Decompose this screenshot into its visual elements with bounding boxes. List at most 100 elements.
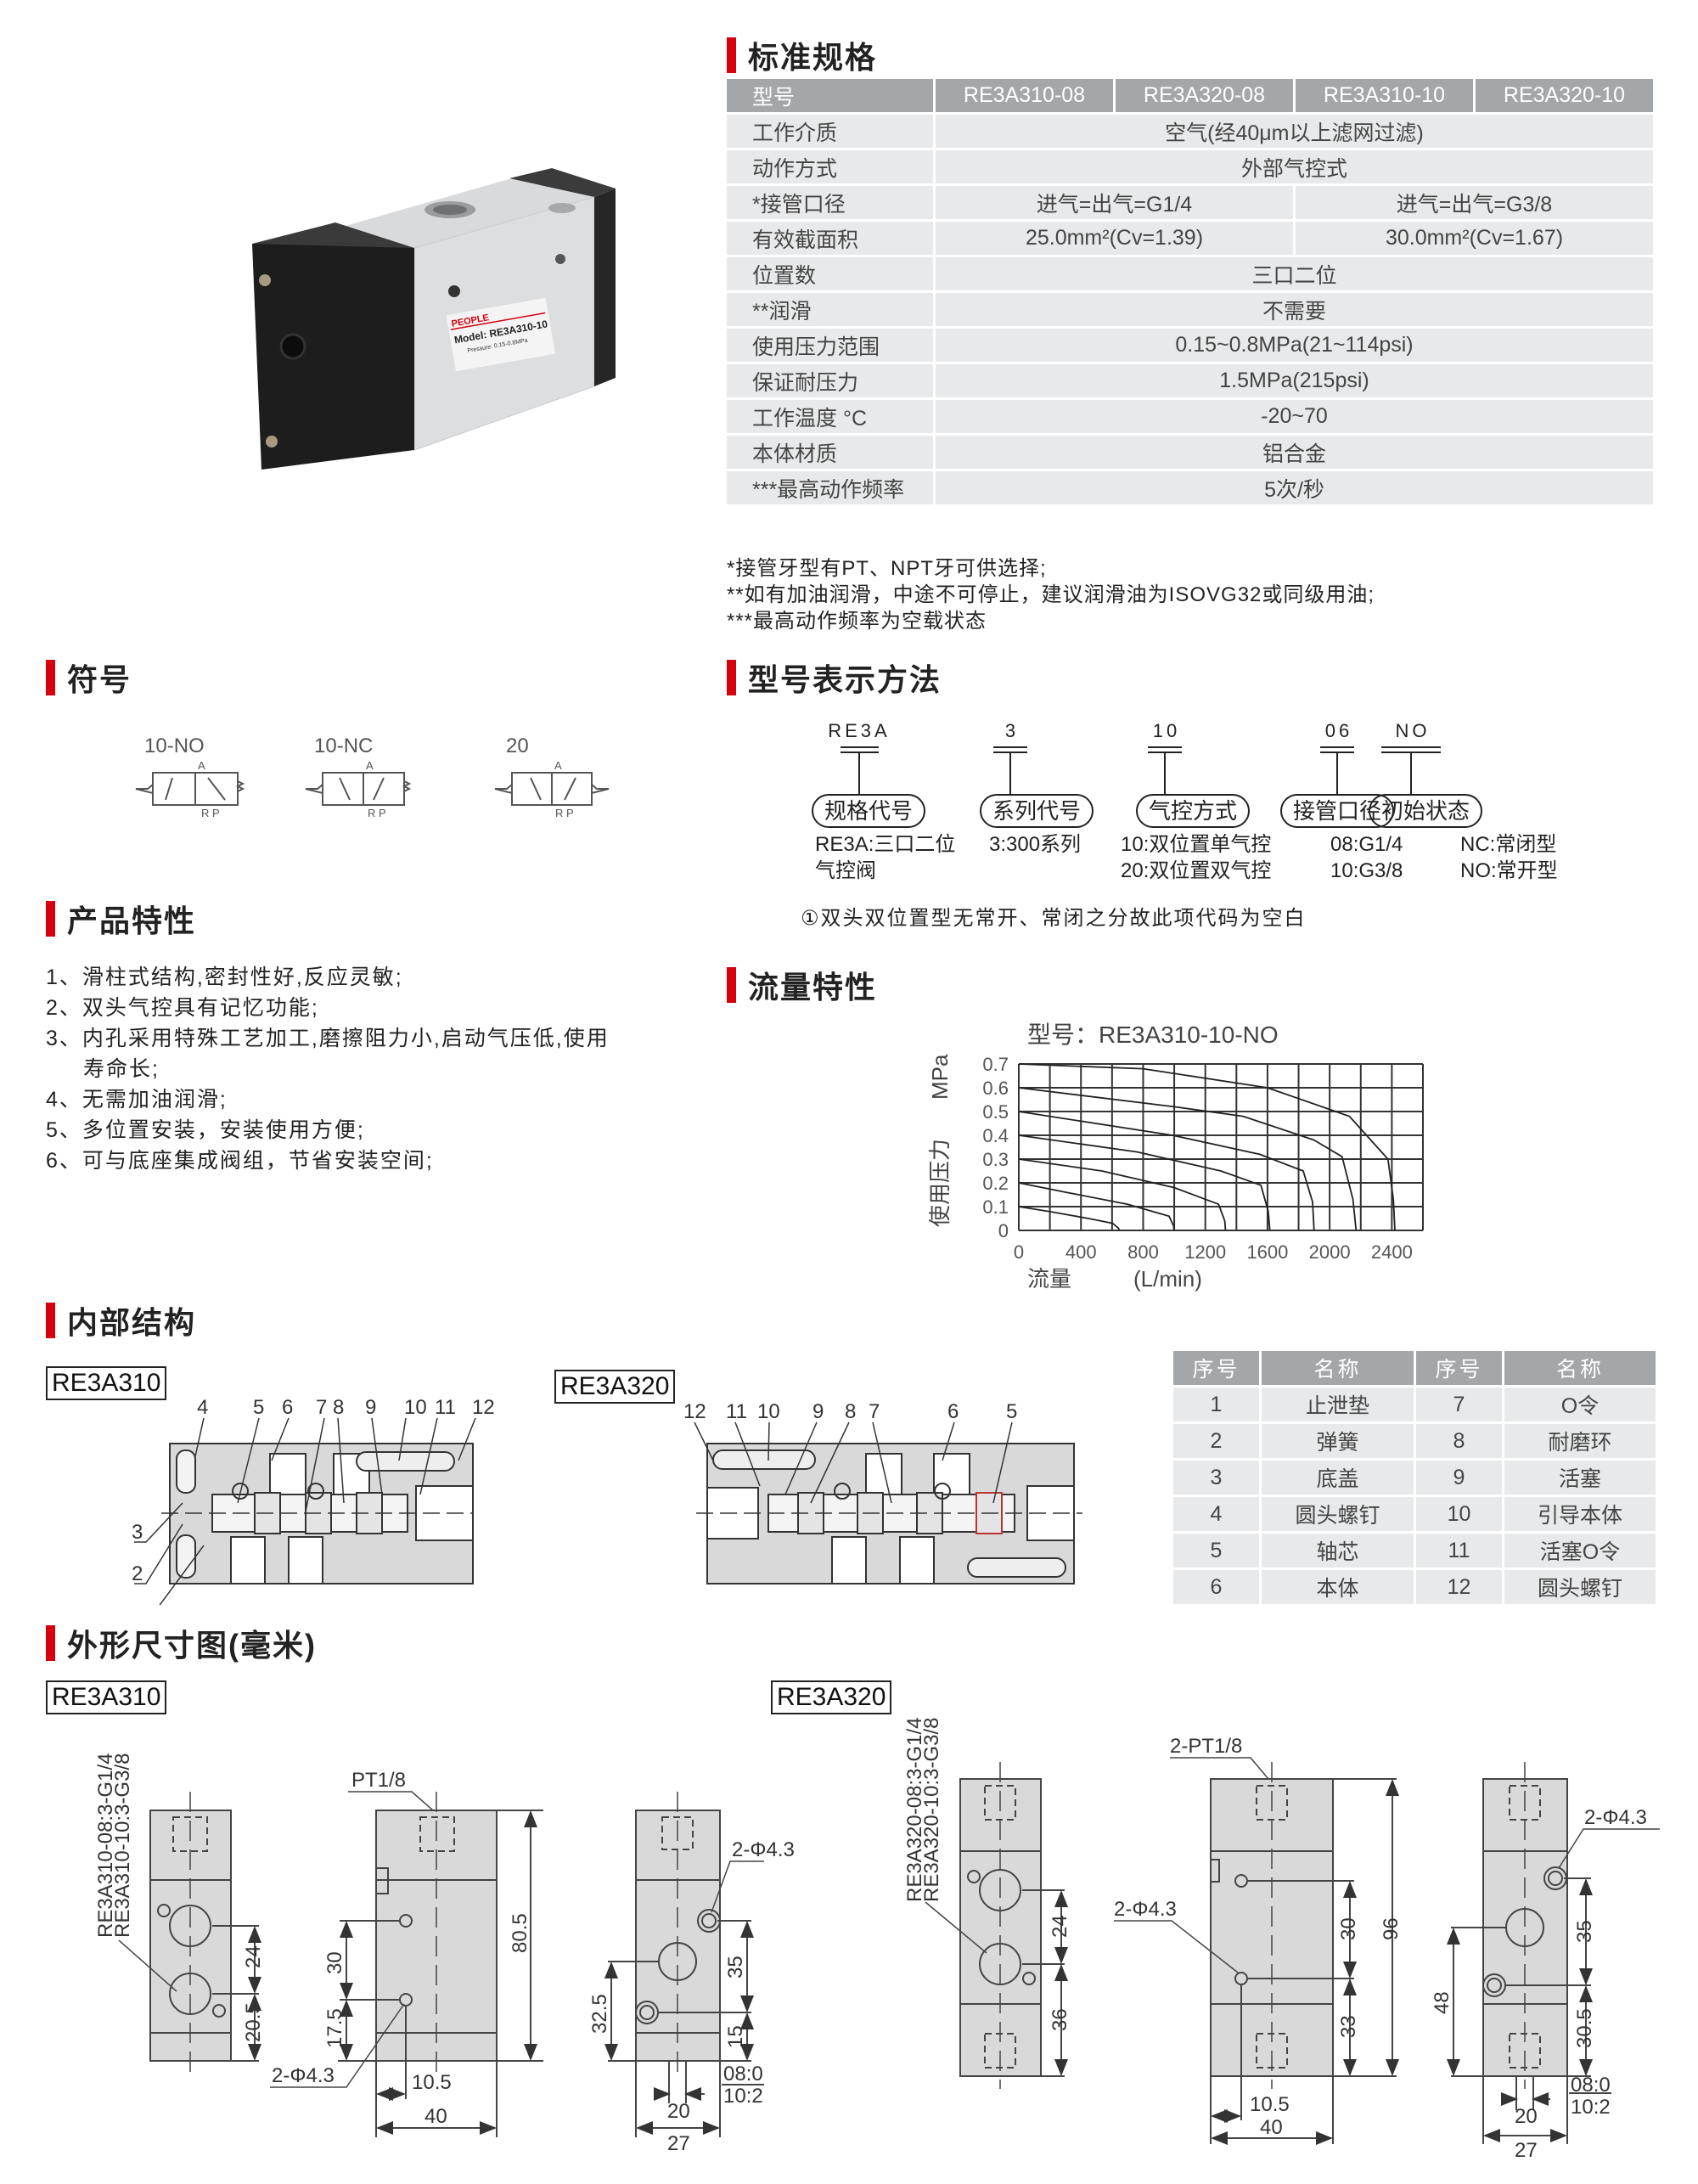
dim-label: 27 (1515, 2139, 1538, 2162)
y-axis-label: 使用压力 (927, 1139, 953, 1227)
port-note: RE3A310-08:3-G1/4 (94, 1753, 117, 1938)
callout-number: 8 (845, 1400, 856, 1423)
y-axis-unit: MPa (927, 1054, 953, 1100)
feature-item: 寿命长; (83, 1057, 160, 1081)
y-tick-label: 0.7 (982, 1054, 1009, 1075)
header-cell: RE3A310-10 (1293, 76, 1476, 115)
dim-label: 80.5 (509, 1913, 531, 1953)
port-label: R P (368, 807, 386, 819)
code-name: 初始状态 (1381, 798, 1470, 824)
code-name: 系列代号 (992, 798, 1081, 824)
dim-label: 2-Φ4.3 (1114, 1898, 1177, 1921)
port-label: A (198, 759, 205, 772)
header-cell: RE3A320-08 (1113, 76, 1296, 115)
x-tick-label: 0 (1014, 1241, 1024, 1263)
section-bar (727, 967, 736, 1003)
series-line-0.3MPa (1018, 1158, 1227, 1231)
port-label: A (366, 759, 374, 772)
spec-notes: *接管牙型有PT、NPT牙可供选择; **如有加油润滑，中途不可停止，建议润滑油… (727, 555, 1375, 634)
internal-section-title: 内部结构 (46, 1303, 196, 1340)
series-line-0.5MPa (1018, 1111, 1315, 1231)
symbol-20: 20 A R P (494, 735, 610, 819)
dim-label: 35 (1573, 1920, 1596, 1943)
feature-item: 6、可与底座集成阀组，节省安装空间; (46, 1149, 434, 1173)
x-axis-unit: (L/min) (1133, 1266, 1202, 1292)
callout-number: 5 (1006, 1400, 1017, 1423)
spec-value: 铝合金 (933, 433, 1656, 471)
internal-drawings: 3 2 1 4 5 6 7 8 9 10 11 12 12 11 10 9 8 … (132, 1396, 1082, 1605)
dim-label: 17.5 (323, 2008, 346, 2048)
dim-label: 20.5 (242, 2002, 265, 2042)
callout-number: 10 (404, 1396, 427, 1419)
x-tick-label: 1600 (1246, 1241, 1288, 1263)
dim-label: PT1/8 (351, 1769, 406, 1792)
dim-label: 96 (1380, 1917, 1403, 1940)
symbol-label: 20 (506, 735, 529, 757)
spec-label: 工作介质 (724, 112, 936, 150)
dim-label: 30 (1337, 1917, 1360, 1940)
section-bar (727, 37, 736, 73)
spec-value: 不需要 (933, 290, 1656, 329)
callout-number: 12 (472, 1396, 495, 1419)
flow-chart: 型号：RE3A310-10-NO 使用压力 MPa 流量 (L/min) 00.… (927, 1022, 1424, 1292)
callout-number: 10 (757, 1400, 780, 1423)
code-segment: 10 (1153, 720, 1180, 741)
feature-item: 3、内孔采用特殊工艺加工,磨擦阻力小,启动气压低,使用 (46, 1027, 610, 1050)
header-cell: 型号 (724, 76, 936, 115)
spec-row: **润滑不需要 (724, 290, 1656, 329)
spec-row: 本体材质铝合金 (724, 433, 1656, 471)
callout-number: 11 (435, 1396, 456, 1419)
port-label: R P (555, 807, 574, 819)
spec-label: 位置数 (724, 255, 936, 293)
features-section-title: 产品特性 (46, 901, 196, 938)
dim-label: 10.5 (1250, 2093, 1290, 2116)
spec-row: 动作方式外部气控式 (724, 148, 1656, 186)
callout-number: 9 (365, 1396, 376, 1419)
internal-drawing-re3a310 (134, 1417, 476, 1605)
dim-label: 10.5 (412, 2071, 452, 2094)
x-tick-label: 2400 (1371, 1241, 1413, 1263)
dim-label: 15 (724, 2025, 747, 2048)
dim-label: 27 (667, 2132, 690, 2155)
callout-number: 3 (132, 1521, 143, 1544)
code-segment: 3 (1005, 720, 1019, 741)
spec-value: 5次/秒 (933, 469, 1656, 507)
y-tick-label: 0.6 (982, 1078, 1009, 1099)
spec-section-title: 标准规格 (727, 37, 877, 75)
dim-label: 2-Φ4.3 (732, 1838, 795, 1861)
series-line-0.7MPa (1018, 1063, 1396, 1231)
dim-label: 08:0 (723, 2063, 763, 2085)
symbol-label: 10-NO (144, 735, 205, 757)
spec-title: 标准规格 (748, 40, 878, 75)
callout-number: 5 (253, 1396, 264, 1419)
symbols-section-title: 符号 (46, 660, 132, 697)
model-code-title: 型号表示方法 (748, 662, 942, 697)
model-code-diagram: RE3A 3 10 06 NO 规格代号 系列代号 气控方式 接管口径 初始状态 (812, 720, 1482, 828)
internal-label-re3a320: RE3A320 (554, 1370, 676, 1404)
port-label: A (554, 759, 562, 772)
spec-value: 进气=出气=G1/4 (933, 183, 1296, 222)
callout-number: 4 (197, 1396, 208, 1419)
dim-label: 2-Φ4.3 (272, 2064, 335, 2087)
model-code-section-title: 型号表示方法 (727, 660, 942, 697)
dims-re3a310 (118, 1791, 764, 2137)
y-tick-label: 0 (998, 1220, 1009, 1241)
dim-label: 30.5 (1573, 2008, 1596, 2048)
spec-label: 有效截面积 (724, 219, 936, 257)
note: ***最高动作频率为空载状态 (727, 610, 987, 633)
features-list: 1、滑柱式结构,密封性好,反应灵敏; 2、双头气控具有记忆功能; 3、内孔采用特… (46, 962, 610, 1176)
callout-number: 6 (282, 1396, 293, 1419)
spec-value: 三口二位 (933, 255, 1656, 293)
dim-label: 35 (724, 1956, 747, 1979)
x-axis-label: 流量 (1027, 1266, 1071, 1292)
spec-label: 动作方式 (724, 148, 936, 186)
x-tick-label: 800 (1127, 1241, 1159, 1263)
port-label: R P (201, 807, 220, 819)
code-desc: RE3A:三口二位气控阀 (815, 833, 956, 882)
